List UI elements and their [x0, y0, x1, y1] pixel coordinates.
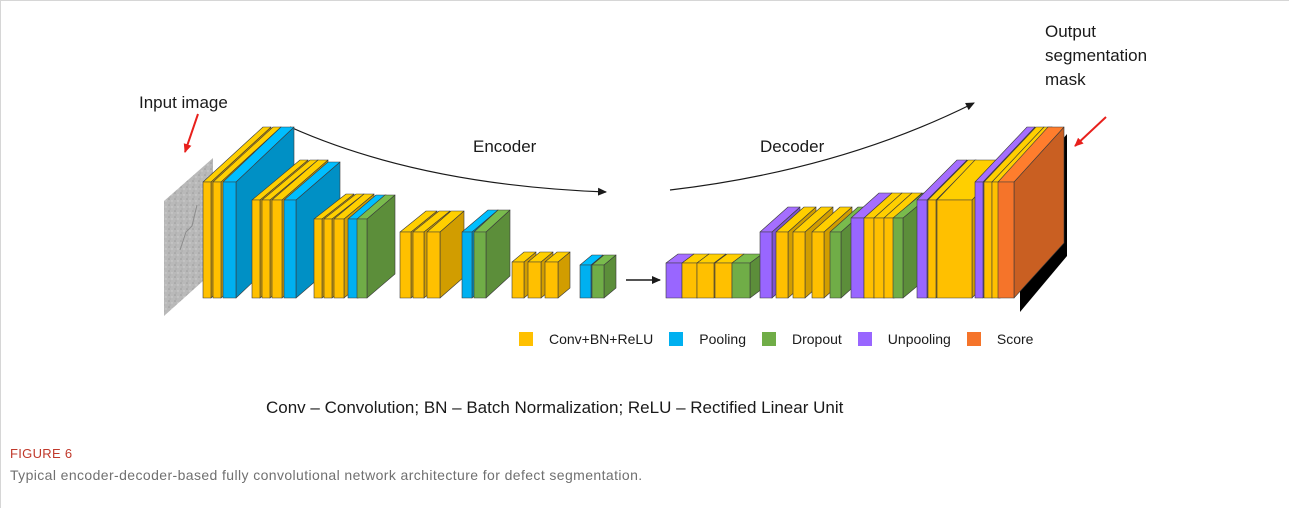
conv-layer-face: [333, 218, 345, 299]
conv-layer: [544, 251, 571, 299]
conv-layer-face: [261, 199, 271, 299]
conv-layer-face: [527, 261, 542, 299]
input-pointer-arrow: [183, 113, 199, 153]
conv-layer-face: [714, 262, 733, 299]
dropout-layer: [356, 194, 396, 299]
dropout-layer-face: [731, 262, 751, 299]
legend-item-conv: Conv+BN+ReLU: [519, 331, 653, 347]
pooling-layer-face: [283, 199, 297, 299]
pooling-layer-face: [222, 181, 237, 299]
legend-swatch: [857, 332, 872, 346]
legend-label: Dropout: [791, 331, 842, 347]
conv-layer-face: [863, 217, 875, 299]
input-image-label: Input image: [139, 93, 228, 112]
decoder-label: Decoder: [760, 137, 825, 156]
dropout-layer: [731, 253, 763, 299]
conv-layer-face: [511, 261, 525, 299]
dropout-layer-face: [892, 217, 904, 299]
legend-label: Conv+BN+ReLU: [549, 331, 654, 347]
encoder-arrow: [289, 126, 607, 196]
layer-stack: [202, 126, 1065, 299]
legend-label: Pooling: [699, 331, 746, 347]
legend: Conv+BN+ReLU Pooling Dropout Unpooling S…: [519, 331, 1049, 347]
pooling-layer-face: [579, 264, 592, 299]
legend-item-pooling: Pooling: [669, 331, 746, 347]
dropout-layer-face: [356, 218, 368, 299]
pooling-layer-face: [347, 218, 359, 299]
conv-layer-face: [313, 218, 323, 299]
decoder-arrow: [669, 102, 975, 191]
dropout-layer-face: [829, 231, 842, 299]
conv-layer-face: [212, 181, 222, 299]
input-image: [164, 158, 213, 316]
conv-layer-face: [811, 231, 825, 299]
conv-layer-face: [412, 231, 425, 299]
crack-line: [179, 204, 198, 251]
output-mask-label: Output segmentation mask: [1045, 22, 1148, 89]
unpooling-layer-face: [916, 199, 928, 299]
figure-label: FIGURE 6: [10, 446, 73, 461]
dropout-layer-face: [473, 231, 487, 299]
legend-label: Score: [996, 331, 1034, 347]
unpooling-layer-face: [850, 217, 865, 299]
conv-layer-face: [544, 261, 559, 299]
dropout-layer: [591, 254, 617, 299]
legend-item-unpooling: Unpooling: [857, 331, 951, 347]
conv-layer-face: [202, 181, 212, 299]
legend-label: Unpooling: [887, 331, 951, 347]
score-layer-face: [997, 181, 1015, 299]
legend-swatch: [669, 332, 684, 346]
conv-layer-face: [323, 218, 333, 299]
conv-layer-face: [936, 199, 973, 299]
conv-layer-face: [251, 199, 261, 299]
unpooling-layer-face: [665, 262, 683, 299]
conv-layer: [426, 210, 465, 299]
dropout-layer: [473, 209, 511, 299]
output-pointer-arrow: [1074, 116, 1107, 147]
conv-layer-face: [775, 231, 789, 299]
legend-item-score: Score: [966, 331, 1034, 347]
conv-layer-face: [681, 262, 698, 299]
conv-layer-face: [792, 231, 806, 299]
figure-caption: Typical encoder-decoder-based fully conv…: [10, 467, 643, 483]
legend-swatch: [761, 332, 776, 346]
abbreviations-text: Conv – Convolution; BN – Batch Normaliza…: [266, 398, 844, 417]
legend-swatch: [519, 332, 533, 346]
unpooling-layer-face: [759, 231, 773, 299]
legend-swatch: [966, 332, 981, 346]
conv-layer-face: [696, 262, 715, 299]
dropout-layer-face: [591, 264, 605, 299]
conv-layer-face: [399, 231, 412, 299]
encoder-label: Encoder: [473, 137, 537, 156]
conv-layer-face: [271, 199, 283, 299]
score-layer: [997, 126, 1065, 299]
conv-layer-face: [883, 217, 895, 299]
legend-item-dropout: Dropout: [761, 331, 842, 347]
unpooling-layer-face: [974, 181, 984, 299]
conv-layer-face: [983, 181, 993, 299]
conv-layer-face: [873, 217, 885, 299]
conv-layer-face: [927, 199, 937, 299]
pooling-layer-face: [461, 231, 473, 299]
conv-layer-face: [426, 231, 441, 299]
